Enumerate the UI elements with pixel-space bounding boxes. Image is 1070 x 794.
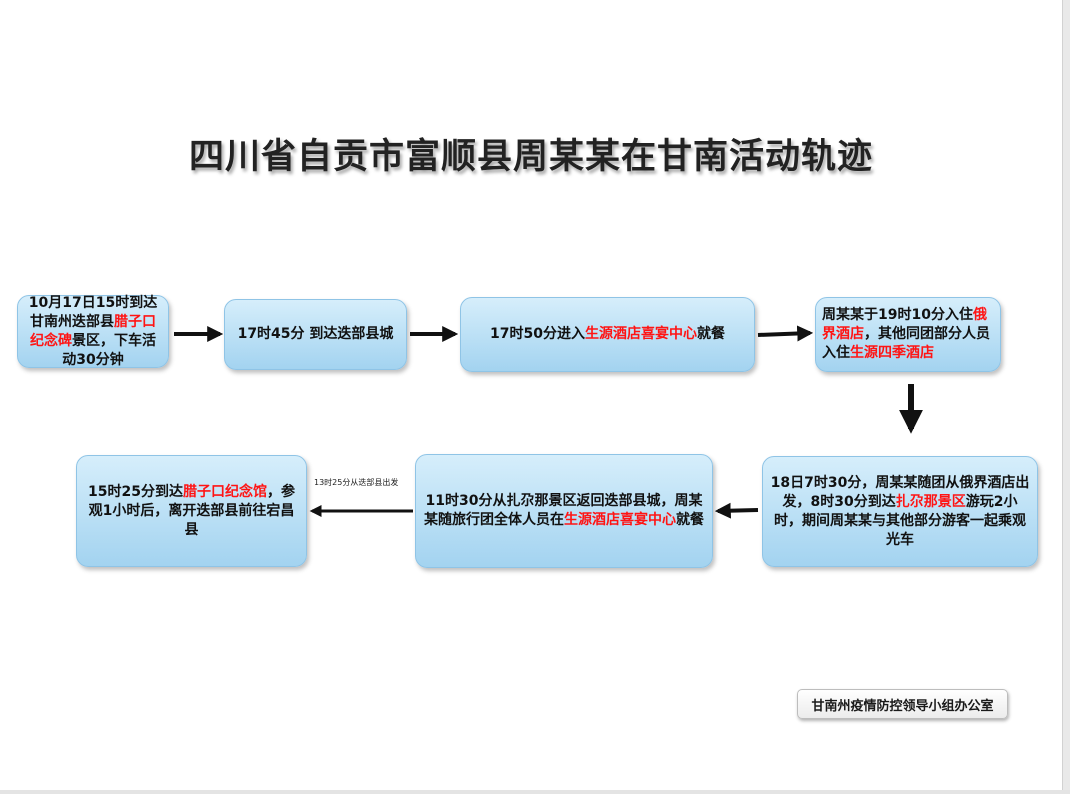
- step-3-text-b: 就餐: [696, 326, 725, 342]
- step-node-4-text: 周某某于19时10分入住俄界酒店，其他同团部分人员入住生源四季酒店: [822, 306, 994, 363]
- arrow-5-to-6: [714, 502, 759, 519]
- step-3-place-shengyuan-banquet: 生源酒店喜宴中心: [584, 326, 697, 342]
- step-node-6-text: 11时30分从扎尕那景区返回迭部县城，周某某随旅行团全体人员在生源酒店喜宴中心就…: [422, 492, 706, 530]
- step-node-2: 17时45分 到达迭部县城: [224, 299, 407, 370]
- step-node-3-text: 17时50分进入生源酒店喜宴中心就餐: [490, 325, 725, 344]
- step-5-place-zhagana: 扎尕那景区: [895, 493, 966, 510]
- step-2-text: 17时45分 到达迭部县城: [237, 326, 394, 342]
- step-7-text-b: ，参观1小时后，离开迭部县前往宕昌县: [88, 483, 295, 538]
- step-6-text-a: 11时30分从扎尕那景区返回迭部县城，周某某随旅行团全体人员在: [424, 493, 703, 528]
- step-node-1-text: 10月17日15时到达甘南州迭部县腊子口纪念碑景区，下车活动30分钟: [24, 294, 162, 370]
- step-node-5: 18日7时30分，周某某随团从俄界酒店出发，8时30分到达扎尕那景区游玩2小时，…: [762, 456, 1038, 567]
- step-4-text-a: 周某某于19时10分入住: [822, 307, 973, 323]
- step-node-4: 周某某于19时10分入住俄界酒店，其他同团部分人员入住生源四季酒店: [815, 297, 1001, 372]
- step-7-place-lazikou-memorial: 腊子口纪念馆: [182, 483, 267, 500]
- step-5-text-b: 游玩2小时，期间周某某与其他部分游客一起乘观光车: [774, 493, 1026, 548]
- issuer-label: 甘南州疫情防控领导小组办公室: [797, 689, 1008, 719]
- step-node-7-text: 15时25分到达腊子口纪念馆，参观1小时后，离开迭部县前往宕昌县: [83, 483, 300, 540]
- step-4-place-ejie-hotel: 俄界酒店: [822, 307, 987, 342]
- step-1-text-a: 10月17日15时到达甘南州迭部县: [28, 294, 158, 330]
- step-node-7: 15时25分到达腊子口纪念馆，参观1小时后，离开迭部县前往宕昌县: [76, 455, 307, 567]
- step-node-6: 11时30分从扎尕那景区返回迭部县城，周某某随旅行团全体人员在生源酒店喜宴中心就…: [415, 454, 713, 568]
- step-node-5-text: 18日7时30分，周某某随团从俄界酒店出发，8时30分到达扎尕那景区游玩2小时，…: [769, 474, 1031, 550]
- step-6-place-shengyuan-banquet: 生源酒店喜宴中心: [564, 512, 676, 528]
- step-6-text-b: 就餐: [676, 512, 704, 528]
- arrow-3-to-4: [757, 325, 814, 342]
- step-7-text-a: 15时25分到达: [88, 483, 183, 500]
- step-node-1: 10月17日15时到达甘南州迭部县腊子口纪念碑景区，下车活动30分钟: [17, 295, 169, 368]
- arrow-note-departure: 13时25分从迭部县出发: [314, 478, 399, 487]
- page-edge-right: [1062, 0, 1070, 794]
- step-3-text-a: 17时50分进入: [490, 326, 585, 342]
- step-1-text-b: 景区，下车活动30分钟: [62, 332, 156, 368]
- page-edge-bottom: [0, 790, 1070, 794]
- step-4-place-shengyuan-siji-hotel: 生源四季酒店: [850, 345, 934, 361]
- step-node-2-text: 17时45分 到达迭部县城: [238, 325, 394, 344]
- step-4-text-b: ，其他同团部分人员入住: [822, 326, 990, 361]
- step-1-place-lazikou-monument: 腊子口纪念碑: [30, 313, 156, 349]
- page-title: 四川省自贡市富顺县周某某在甘南活动轨迹: [188, 137, 873, 177]
- step-5-text-a: 18日7时30分，周某某随团从俄界酒店出发，8时30分到达: [770, 474, 1030, 510]
- step-node-3: 17时50分进入生源酒店喜宴中心就餐: [460, 297, 755, 372]
